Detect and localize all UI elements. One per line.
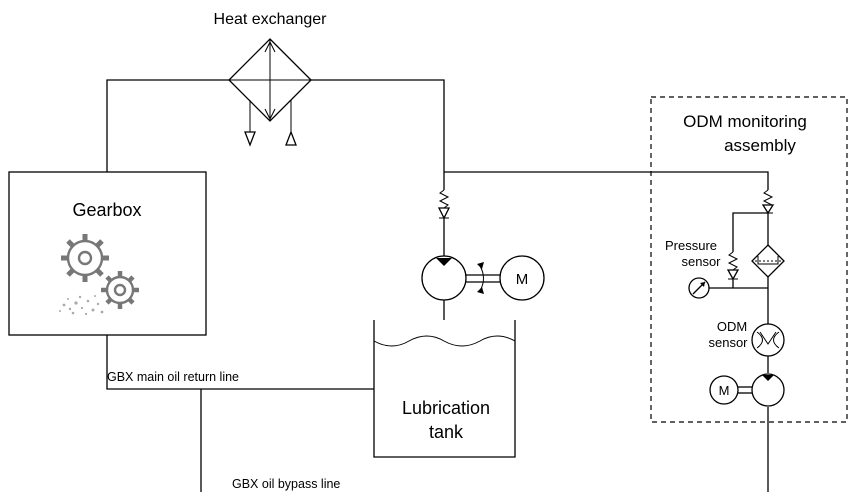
heat-exchanger: Heat exchanger	[214, 11, 328, 147]
odm-sensor-label-line2: sensor	[708, 335, 748, 350]
main-pump	[421, 255, 500, 301]
pressure-sensor-label-line1: Pressure	[665, 238, 717, 253]
main-return-line-label: GBX main oil return line	[107, 370, 239, 384]
gearbox: Gearbox	[8, 171, 207, 336]
odm-assembly: ODM monitoring assembly	[650, 96, 848, 492]
odm-assembly-title-line2: assembly	[724, 136, 796, 155]
odm-sensor-label-line1: ODM	[717, 319, 747, 334]
odm-pump	[751, 373, 785, 407]
tank-label-line2: tank	[429, 422, 464, 442]
check-valve-main	[437, 189, 451, 220]
bypass-line-label: GBX oil bypass line	[232, 477, 340, 491]
odm-assembly-title-line1: ODM monitoring	[683, 112, 807, 131]
pressure-sensor-label-line2: sensor	[681, 254, 721, 269]
main-motor-label: M	[516, 271, 529, 288]
odm-motor-label: M	[719, 383, 730, 398]
tank-label-line1: Lubrication	[402, 398, 490, 418]
gearbox-label: Gearbox	[72, 200, 141, 220]
pressure-gauge-icon	[688, 277, 710, 299]
gears-icon	[59, 234, 139, 316]
main-piping	[106, 79, 769, 492]
main-motor: M	[499, 255, 545, 301]
heat-exchanger-label: Heat exchanger	[214, 11, 328, 28]
filter-icon	[751, 244, 785, 278]
odm-motor: M	[709, 375, 739, 405]
odm-sensor-icon	[751, 323, 785, 357]
lubrication-tank: Lubrication tank	[373, 320, 516, 458]
